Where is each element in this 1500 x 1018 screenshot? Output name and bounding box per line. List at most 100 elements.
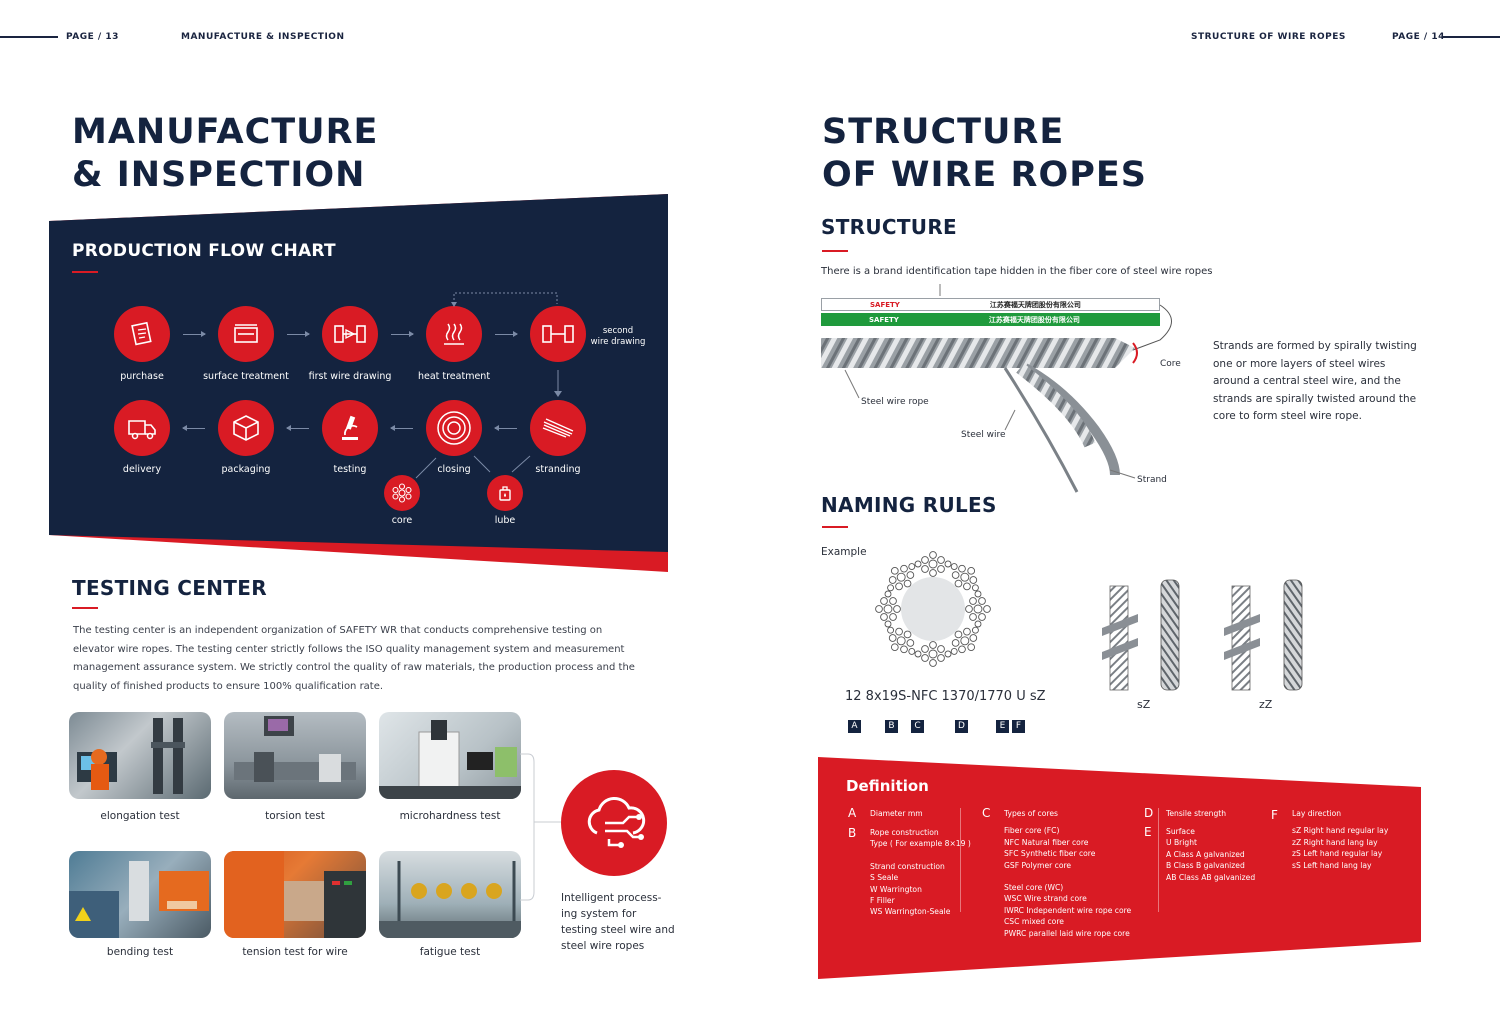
testing-center-paragraph: The testing center is an independent org…: [73, 625, 635, 692]
badge-f: F: [1012, 720, 1025, 733]
def-text-c: Types of cores Fiber core (FC) NFC Natur…: [1004, 809, 1132, 938]
die-icon: [542, 325, 574, 343]
structure-caption: There is a brand identification tape hid…: [821, 266, 1213, 277]
purchase-step: [114, 306, 170, 362]
def-letter-e: E: [1144, 825, 1152, 839]
strand-label: Strand: [1137, 475, 1167, 485]
first-wire-drawing-step: [322, 306, 378, 362]
flow-arrow-down: [554, 370, 562, 397]
tension-test-photo: [224, 851, 366, 938]
elongation-test-photo: [69, 712, 211, 799]
badge-a: A: [848, 720, 861, 733]
tape-brand-text: SAFETY: [869, 315, 899, 324]
purchase-label: purchase: [120, 371, 164, 382]
die-icon: [334, 325, 366, 343]
def-letter-c: C: [982, 806, 991, 820]
definition-title: Definition: [846, 777, 929, 795]
intelligent-system-badge: [561, 770, 667, 876]
oil-can-icon: [499, 486, 511, 501]
structure-title: STRUCTURE: [821, 215, 958, 239]
example-code: 12 8x19S-NFC 1370/1770 U sZ: [845, 689, 1046, 704]
system-bracket: [520, 753, 562, 901]
def-text-d: Tensile strength: [1166, 809, 1227, 818]
core-step: [384, 475, 420, 511]
page-title-left: MANUFACTURE & INSPECTION: [72, 112, 379, 195]
header-rule-left: [0, 36, 58, 38]
tape-company-text: 江苏赛福天牌团股份有限公司: [988, 315, 1080, 324]
surface-treatment-label: surface treatment: [203, 371, 289, 382]
steel-wire-rope-label: Steel wire rope: [861, 397, 929, 407]
page-number-left: PAGE / 13: [66, 32, 119, 42]
box-icon: [233, 415, 259, 441]
tension-test-label: tension test for wire: [242, 946, 348, 958]
heat-treatment-label: heat treatment: [417, 371, 491, 382]
flow-arrow: [495, 331, 518, 337]
packaging-step: [218, 400, 274, 456]
microhardness-test-photo: [379, 712, 521, 799]
def-text-b: Rope construction Type ( For example 8×1…: [870, 828, 971, 917]
page-title-right: STRUCTURE OF WIRE ROPES: [822, 112, 1147, 195]
heat-icon: [444, 323, 464, 345]
flow-arrow: [391, 331, 414, 337]
badge-d: D: [955, 720, 968, 733]
purchase-icon: [131, 321, 152, 346]
naming-rules-title: NAMING RULES: [821, 493, 997, 517]
def-text-e: Surface U Bright A Class A galvanized B …: [1166, 827, 1256, 882]
def-letter-f: F: [1271, 808, 1278, 822]
truck-icon: [128, 420, 156, 440]
coil-icon: [437, 411, 471, 445]
torsion-test-label: torsion test: [265, 810, 325, 822]
wires-icon: [542, 418, 574, 438]
lube-label: lube: [494, 515, 516, 526]
delivery-step: [114, 400, 170, 456]
core-icon: [392, 483, 412, 503]
microscope-icon: [342, 415, 358, 440]
flow-arrow: [287, 331, 310, 337]
tape-company-text: 江苏赛福天牌团股份有限公司: [989, 300, 1081, 309]
bending-test-photo: [69, 851, 211, 938]
tape-brand-text: SAFETY: [870, 300, 900, 309]
testing-step: [322, 400, 378, 456]
steel-wire-label: Steel wire: [961, 430, 1006, 440]
fatigue-test-photo: [379, 851, 521, 938]
def-letter-b: B: [848, 826, 857, 840]
flow-chart-title: PRODUCTION FLOW CHART: [72, 241, 336, 261]
divider: [960, 808, 961, 912]
packaging-label: packaging: [221, 464, 271, 475]
page-number-right: PAGE / 14: [1392, 32, 1445, 42]
brand-tape-white: SAFETY 江苏赛福天牌团股份有限公司: [821, 298, 1160, 311]
second-wire-drawing-step: [530, 306, 586, 362]
first-wire-drawing-label: first wire drawing: [308, 371, 392, 382]
wire-rope-illustration: [821, 284, 1172, 493]
lay-label-sz: sZ: [1137, 698, 1151, 711]
cloud-network-icon: [587, 797, 646, 848]
testing-title-underline: [72, 607, 98, 609]
fatigue-test-label: fatigue test: [419, 946, 481, 958]
loop-connector: [451, 292, 558, 307]
rope-cross-section: [875, 551, 991, 667]
example-label: Example: [821, 546, 867, 558]
def-letter-a: A: [848, 806, 857, 820]
second-wire-drawing-label: second wire drawing: [590, 326, 646, 347]
flow-arrow: [390, 425, 413, 431]
badge-c: C: [911, 720, 924, 733]
bending-test-label: bending test: [106, 946, 174, 958]
testing-label: testing: [333, 464, 367, 475]
elongation-test-label: elongation test: [100, 810, 180, 822]
lube-step: [487, 475, 523, 511]
def-text-a: Diameter mm: [870, 809, 923, 818]
core-label-r: Core: [1160, 359, 1181, 369]
heat-treatment-step: [426, 306, 482, 362]
brand-tape-green: SAFETY 江苏赛福天牌团股份有限公司: [821, 313, 1160, 326]
surface-treatment-step: [218, 306, 274, 362]
badge-e: E: [996, 720, 1009, 733]
flow-arrow: [494, 425, 517, 431]
badge-b: B: [885, 720, 898, 733]
core-label: core: [391, 515, 413, 526]
tank-icon: [234, 324, 258, 343]
closing-label: closing: [437, 464, 471, 475]
intelligent-system-text: Intelligent process- ing system for test…: [561, 892, 675, 952]
delivery-label: delivery: [122, 464, 162, 475]
lay-label-zz: zZ: [1259, 698, 1273, 711]
